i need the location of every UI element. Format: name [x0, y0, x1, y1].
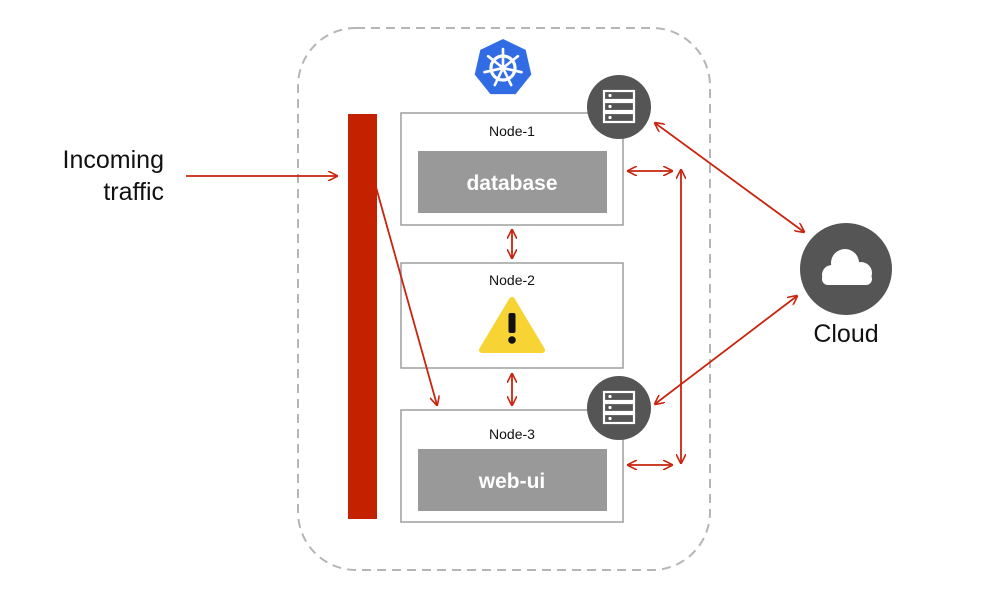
web-ui-app-label: web-ui — [478, 470, 546, 493]
cloud-label: Cloud — [813, 320, 878, 348]
storage-3-cloud-arrow — [655, 296, 797, 404]
node-2-label: Node-2 — [489, 272, 535, 288]
web-ui-app-box — [418, 449, 607, 511]
cluster-boundary — [297, 27, 711, 571]
kubernetes-logo-icon — [474, 39, 532, 95]
incoming-traffic-label-line-1: Incoming — [63, 146, 164, 174]
storage-server-icon-node-3 — [587, 376, 651, 440]
storage-server-icon-node-1 — [587, 75, 651, 139]
node-3: Node-3 web-ui — [400, 409, 624, 523]
cloud-icon — [800, 223, 892, 315]
database-app-box — [418, 151, 607, 213]
load-balancer-bar — [348, 114, 377, 519]
storage-1-cloud-arrow — [655, 123, 804, 232]
load-balancer-to-node-3-arrow — [375, 186, 437, 405]
node-3-label: Node-3 — [489, 426, 535, 442]
node-1: Node-1 database — [400, 112, 624, 226]
node-2: Node-2 — [400, 262, 624, 369]
incoming-traffic-label-line-2: traffic — [103, 178, 164, 206]
database-app-label: database — [466, 172, 557, 195]
warning-icon — [479, 297, 545, 353]
node-1-label: Node-1 — [489, 123, 535, 139]
